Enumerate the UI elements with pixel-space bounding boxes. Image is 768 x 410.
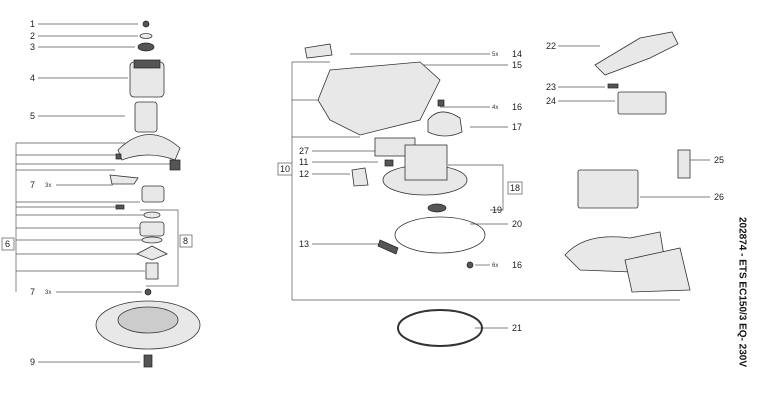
label-22: 22 bbox=[546, 41, 556, 51]
assembly-box-18 bbox=[507, 181, 523, 195]
label-7: 7 bbox=[30, 287, 35, 297]
label-16: 16 bbox=[512, 102, 522, 112]
label-14: 14 bbox=[512, 49, 522, 59]
qty-16: 4x bbox=[492, 105, 498, 111]
label-24: 24 bbox=[546, 96, 556, 106]
qty-7: 3x bbox=[45, 183, 51, 189]
diagram-title: 202874 - ETS EC150/3 EQ- 230V bbox=[736, 216, 748, 368]
qty-16: 6x bbox=[492, 263, 498, 269]
label-20: 20 bbox=[512, 219, 522, 229]
label-25: 25 bbox=[714, 155, 724, 165]
label-18: 18 bbox=[510, 183, 520, 193]
leader-lines-left bbox=[15, 23, 179, 363]
label-5: 5 bbox=[30, 111, 35, 121]
label-17: 17 bbox=[512, 122, 522, 132]
label-4: 4 bbox=[30, 73, 35, 83]
label-21: 21 bbox=[512, 323, 522, 333]
label-9: 9 bbox=[30, 357, 35, 367]
label-26: 26 bbox=[714, 192, 724, 202]
label-7: 7 bbox=[30, 180, 35, 190]
label-2: 2 bbox=[30, 31, 35, 41]
assembly-box-6 bbox=[1, 237, 15, 251]
qty-14: 5x bbox=[492, 52, 498, 58]
label-11: 11 bbox=[299, 157, 308, 167]
sanding-pad bbox=[95, 300, 201, 368]
motor-parts bbox=[109, 20, 181, 296]
label-12: 12 bbox=[299, 169, 309, 179]
label-6: 6 bbox=[5, 239, 10, 249]
label-10: 10 bbox=[280, 164, 290, 174]
label-3: 3 bbox=[30, 42, 35, 52]
label-23: 23 bbox=[546, 82, 556, 92]
label-27: 27 bbox=[299, 146, 309, 156]
label-16: 16 bbox=[512, 260, 522, 270]
label-8: 8 bbox=[183, 236, 188, 246]
housing-parts bbox=[304, 43, 486, 347]
label-15: 15 bbox=[512, 60, 522, 70]
electronics-parts bbox=[558, 31, 710, 293]
label-1: 1 bbox=[30, 19, 35, 29]
assembly-box-8 bbox=[179, 234, 193, 248]
label-13: 13 bbox=[299, 239, 309, 249]
assembly-box-10 bbox=[277, 162, 293, 176]
label-19: 19 bbox=[492, 205, 502, 215]
leader-lines-middle bbox=[291, 53, 680, 329]
qty-7: 3x bbox=[45, 290, 51, 296]
part-labels: 1 2 3 4 5 7 3x 6 8 7 3x 9 5x 14 15 4x 16… bbox=[5, 19, 724, 367]
